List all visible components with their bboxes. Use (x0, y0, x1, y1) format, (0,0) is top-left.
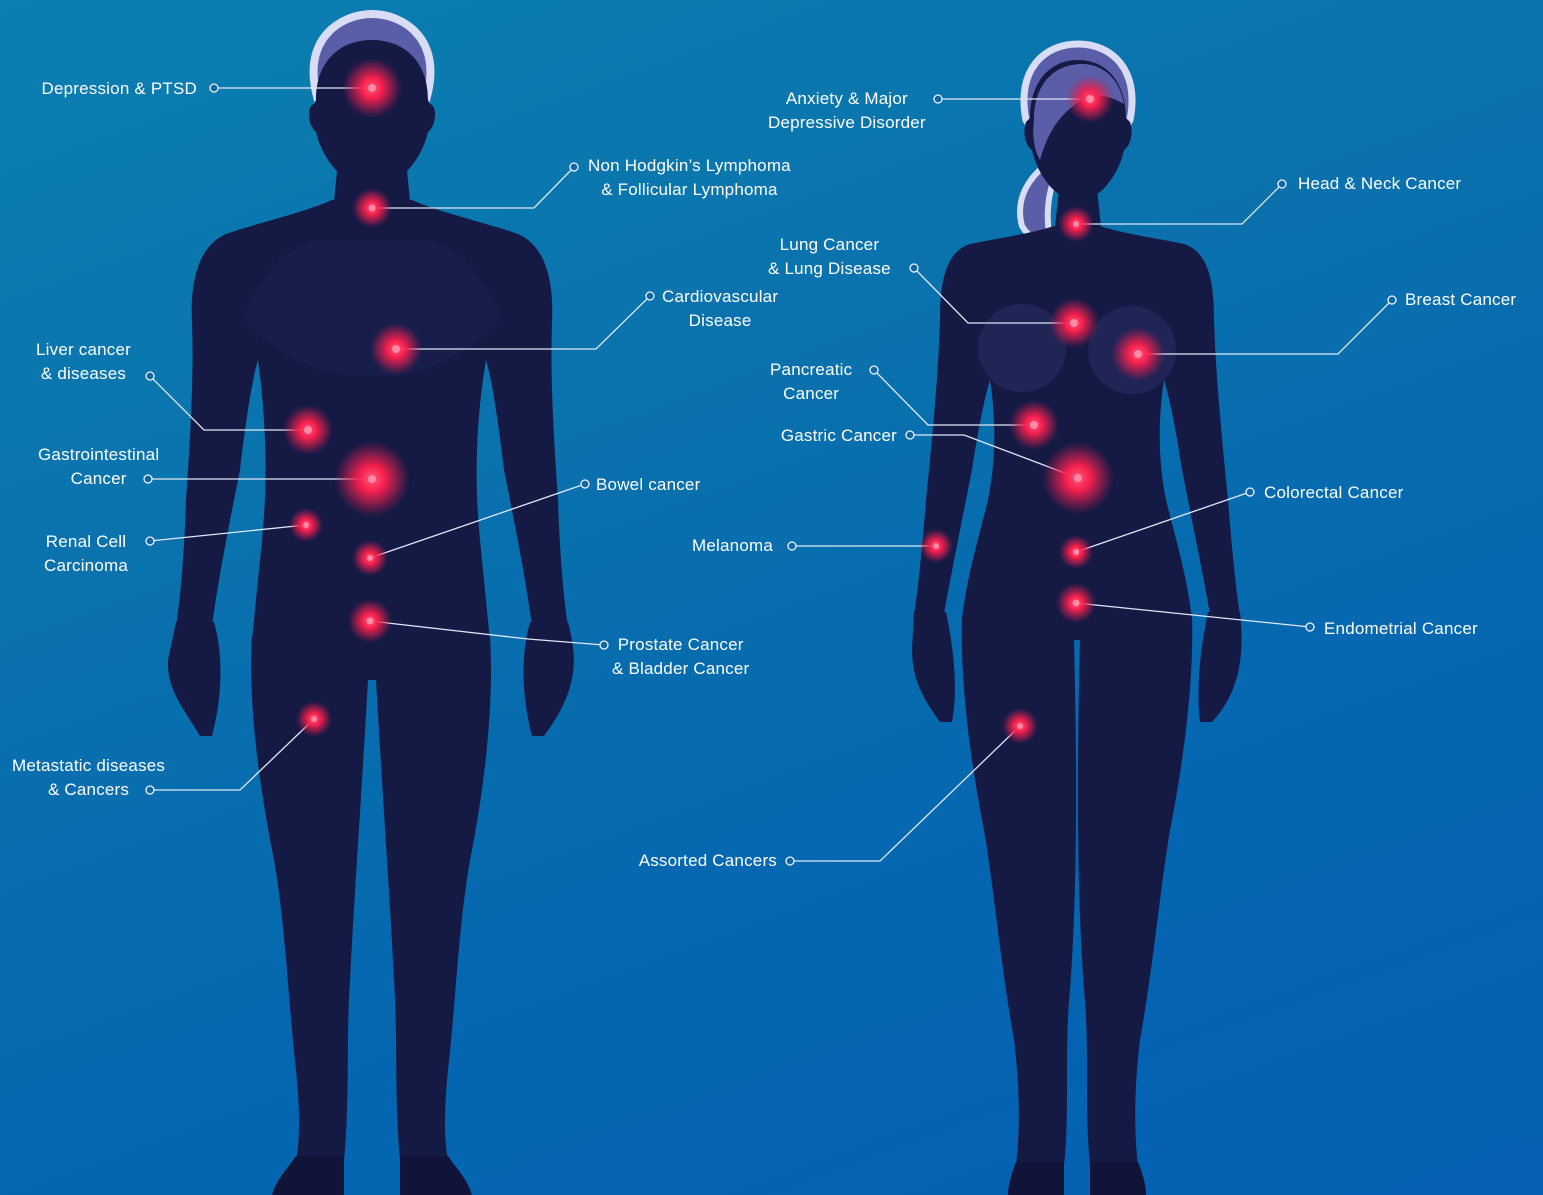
hotspot-gi (334, 441, 410, 517)
leader-headneck (1076, 184, 1282, 224)
endpoint-endometrial (1306, 623, 1314, 631)
label-prostate: Prostate Cancer & Bladder Cancer (612, 633, 749, 681)
female-right-hand (1198, 612, 1241, 722)
female-right-foot (1090, 1162, 1146, 1195)
label-liver: Liver cancer & diseases (36, 338, 131, 386)
label-melanoma: Melanoma (692, 534, 773, 558)
female-legs (962, 616, 1193, 1166)
hotspot-assorted (1002, 708, 1038, 744)
male-left-hand (168, 622, 221, 736)
hotspot-melanoma (919, 529, 953, 563)
endpoint-colorectal (1246, 488, 1254, 496)
endpoint-breast (1388, 296, 1396, 304)
endpoint-lung (910, 264, 918, 272)
hotspot-lung (1049, 298, 1099, 348)
female-left-hand (912, 612, 955, 722)
hotspot-breast (1111, 327, 1165, 381)
hotspot-bowel (352, 540, 388, 576)
hotspot-colorectal (1059, 535, 1093, 569)
hotspot-cardio (370, 323, 422, 375)
endpoint-headneck (1278, 180, 1286, 188)
label-assorted: Assorted Cancers (639, 849, 777, 873)
hotspot-depression (342, 58, 402, 118)
hotspot-lymphoma (352, 188, 392, 228)
endpoint-anxiety (934, 95, 942, 103)
endpoint-lymphoma (570, 163, 578, 171)
label-metastatic: Metastatic diseases & Cancers (12, 754, 165, 802)
label-endometrial: Endometrial Cancer (1324, 617, 1478, 641)
hotspot-prostate (348, 599, 392, 643)
label-gastric: Gastric Cancer (781, 424, 897, 448)
hotspot-anxiety (1066, 75, 1114, 123)
endpoint-renal (146, 537, 154, 545)
endpoint-liver (146, 372, 154, 380)
female-left-foot (1008, 1162, 1064, 1195)
hotspot-liver (283, 405, 333, 455)
label-anxiety: Anxiety & Major Depressive Disorder (768, 87, 926, 135)
male-left-foot (272, 1156, 344, 1195)
label-bowel: Bowel cancer (596, 473, 700, 497)
hotspot-metastatic (296, 701, 332, 737)
label-depression: Depression & PTSD (41, 77, 197, 101)
male-legs (251, 636, 491, 1160)
label-lymphoma: Non Hodgkin’s Lymphoma & Follicular Lymp… (588, 154, 791, 202)
hotspot-headneck (1058, 206, 1094, 242)
label-headneck: Head & Neck Cancer (1298, 172, 1461, 196)
endpoint-melanoma (788, 542, 796, 550)
endpoint-assorted (786, 857, 794, 865)
label-pancreatic: Pancreatic Cancer (770, 358, 852, 406)
label-lung: Lung Cancer & Lung Disease (768, 233, 891, 281)
endpoint-cardio (646, 292, 654, 300)
endpoint-prostate (600, 641, 608, 649)
endpoint-depression (210, 84, 218, 92)
hotspot-endometrial (1056, 583, 1096, 623)
endpoint-pancreatic (870, 366, 878, 374)
endpoint-bowel (581, 480, 589, 488)
hotspot-pancreatic (1009, 400, 1059, 450)
label-renal: Renal Cell Carcinoma (44, 530, 128, 578)
label-gi: Gastrointestinal Cancer (38, 443, 159, 491)
hotspot-gastric (1042, 442, 1114, 514)
label-cardio: Cardiovascular Disease (662, 285, 778, 333)
label-colorectal: Colorectal Cancer (1264, 481, 1403, 505)
hotspot-renal (289, 508, 323, 542)
label-breast: Breast Cancer (1405, 288, 1516, 312)
male-right-foot (400, 1156, 472, 1195)
endpoint-gastric (906, 431, 914, 439)
